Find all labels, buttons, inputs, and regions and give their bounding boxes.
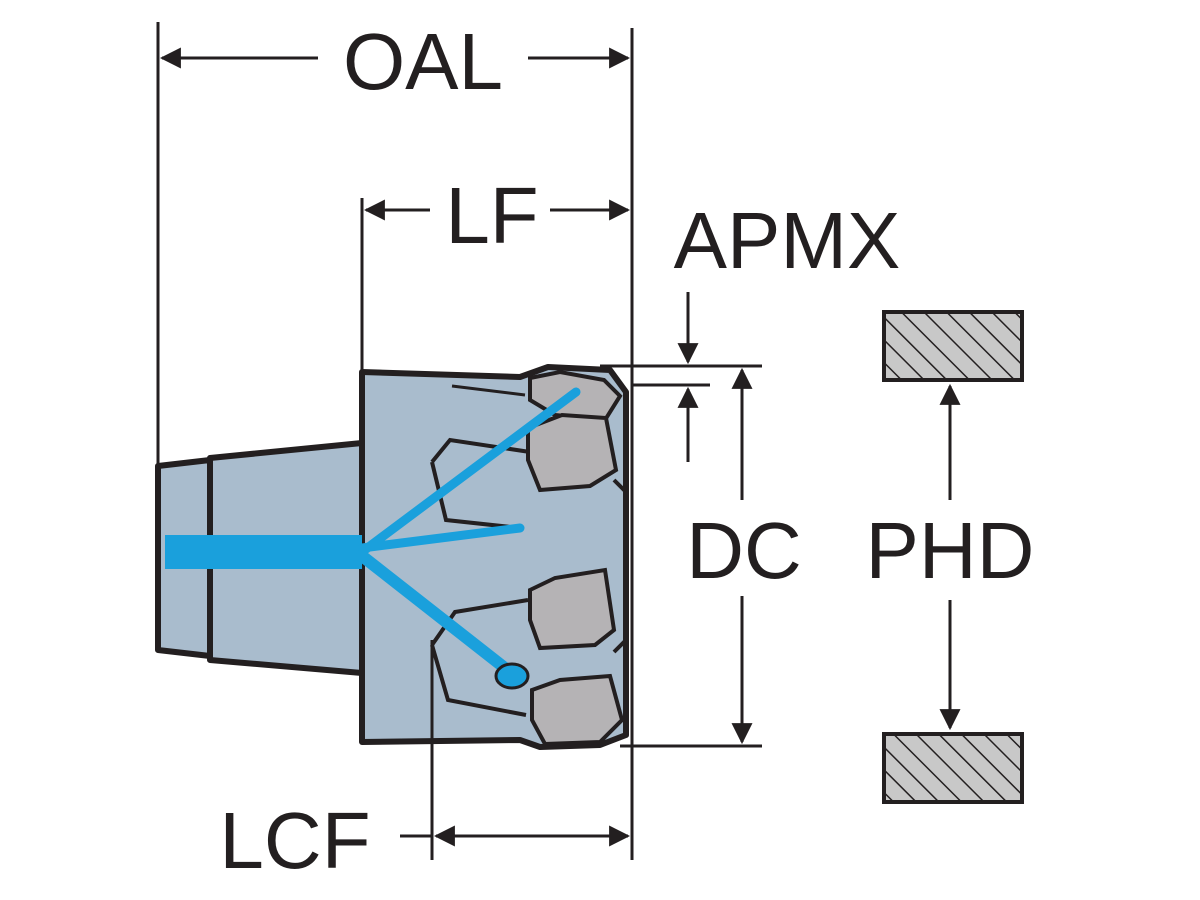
apmx-label: APMX [674,196,901,285]
flute-edge [451,384,526,397]
lf-label: LF [445,171,538,260]
cutter-body [155,364,629,750]
cutting-insert [530,673,625,747]
phd-section-top [882,310,1024,382]
oal-label: OAL [343,17,503,106]
phd-section-bottom [882,732,1024,804]
head-edge-notches [612,478,628,654]
flute-line [430,644,527,717]
coolant-channel-middle [357,523,525,553]
extension-lines [156,22,762,860]
coolant-channel-lower [356,550,516,678]
flute-line [430,598,529,647]
flute-line [430,461,521,530]
coolant-outlet [494,662,530,690]
cutting-insert [528,567,617,651]
lcf-label: LCF [219,796,370,885]
phd-label: PHD [866,506,1035,595]
coolant-channels [165,387,581,690]
dimension-arrows [159,47,961,847]
cutting-insert [526,412,619,493]
coolant-channel-upper [357,387,581,557]
dc-label: DC [686,506,802,595]
